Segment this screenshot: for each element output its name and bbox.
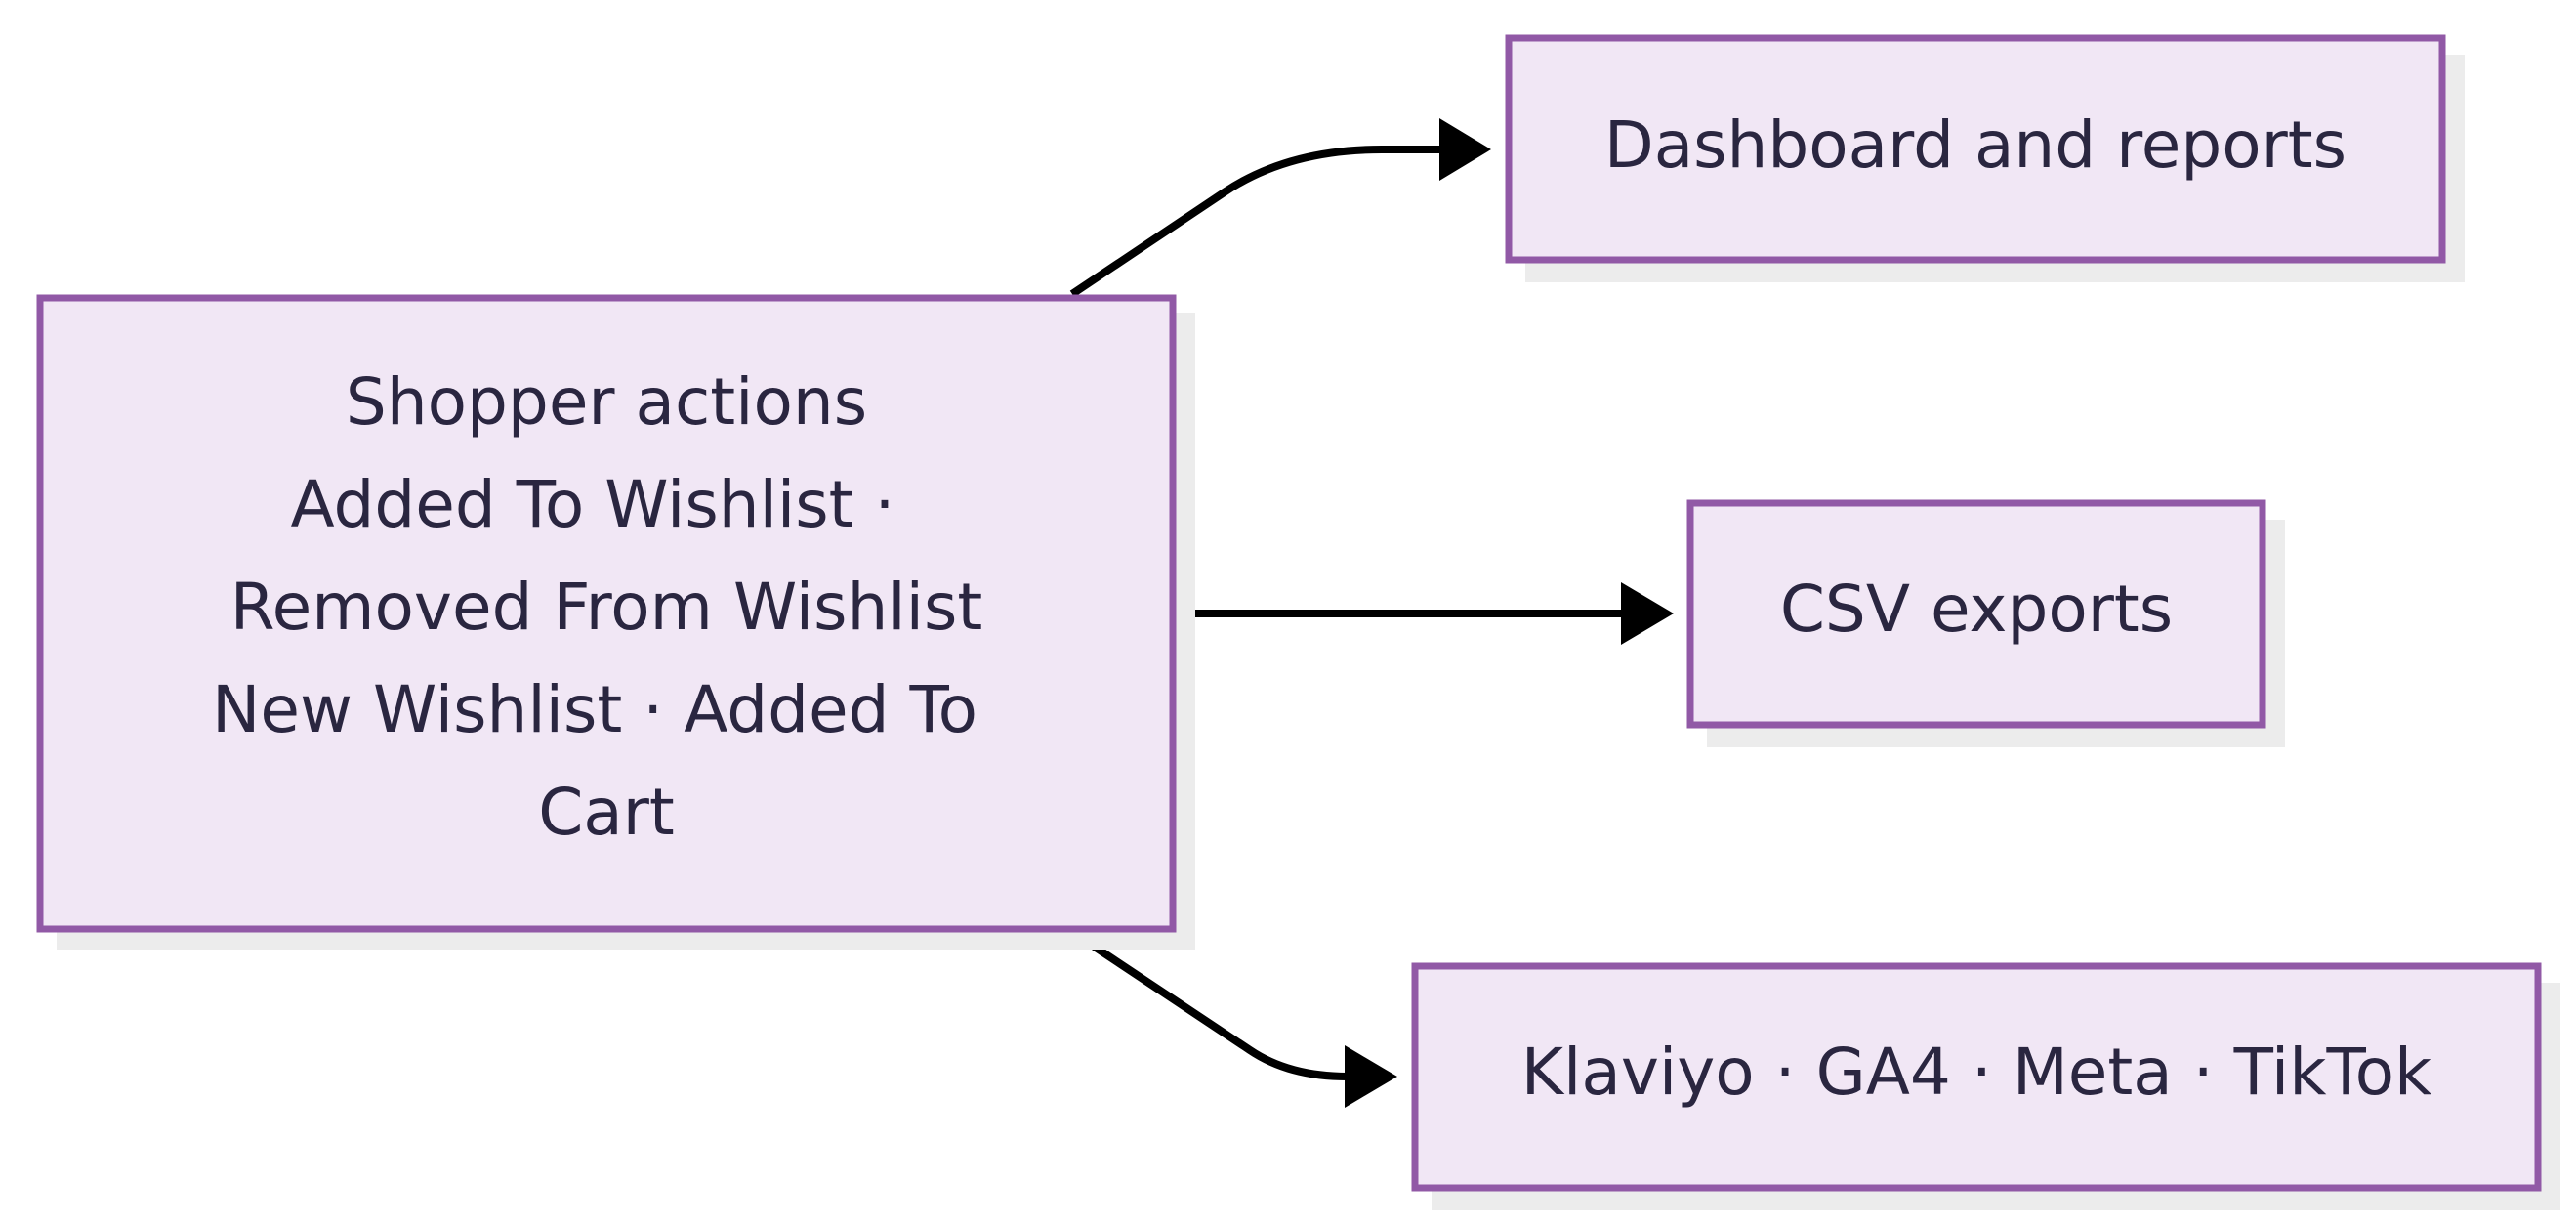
node-shopper-actions-line-3: Removed From Wishlist (230, 570, 983, 645)
node-dashboard-label: Dashboard and reports (1604, 107, 2347, 183)
node-shopper-actions-box (36, 294, 1177, 933)
node-csv-exports-box (1686, 499, 2266, 729)
edge-source-to-dashboard (1069, 146, 1445, 298)
node-shopper-actions-line-1: Shopper actions (346, 364, 867, 440)
node-shopper-actions-line-2: Added To Wishlist · (291, 467, 895, 542)
node-csv-exports-label: CSV exports (1780, 571, 2173, 647)
node-shopper-actions-line-4: New Wishlist · Added To (212, 672, 977, 747)
arrowhead-integrations (1345, 1045, 1397, 1108)
node-dashboard: Dashboard and reports (1505, 34, 2465, 282)
arrowhead-csv (1621, 582, 1674, 645)
arrowhead-dashboard (1439, 118, 1491, 181)
node-csv-exports: CSV exports (1686, 499, 2285, 747)
node-integrations-label: Klaviyo · GA4 · Meta · TikTok (1521, 1035, 2432, 1110)
edges (1069, 118, 1674, 1108)
edge-source-to-integrations (1069, 928, 1352, 1080)
node-integrations-box (1411, 962, 2542, 1192)
node-shopper-actions: Shopper actions Added To Wishlist · Remo… (36, 294, 1195, 950)
node-shopper-actions-line-5: Cart (538, 775, 675, 850)
node-dashboard-box (1505, 34, 2446, 264)
node-integrations: Klaviyo · GA4 · Meta · TikTok (1411, 962, 2560, 1210)
